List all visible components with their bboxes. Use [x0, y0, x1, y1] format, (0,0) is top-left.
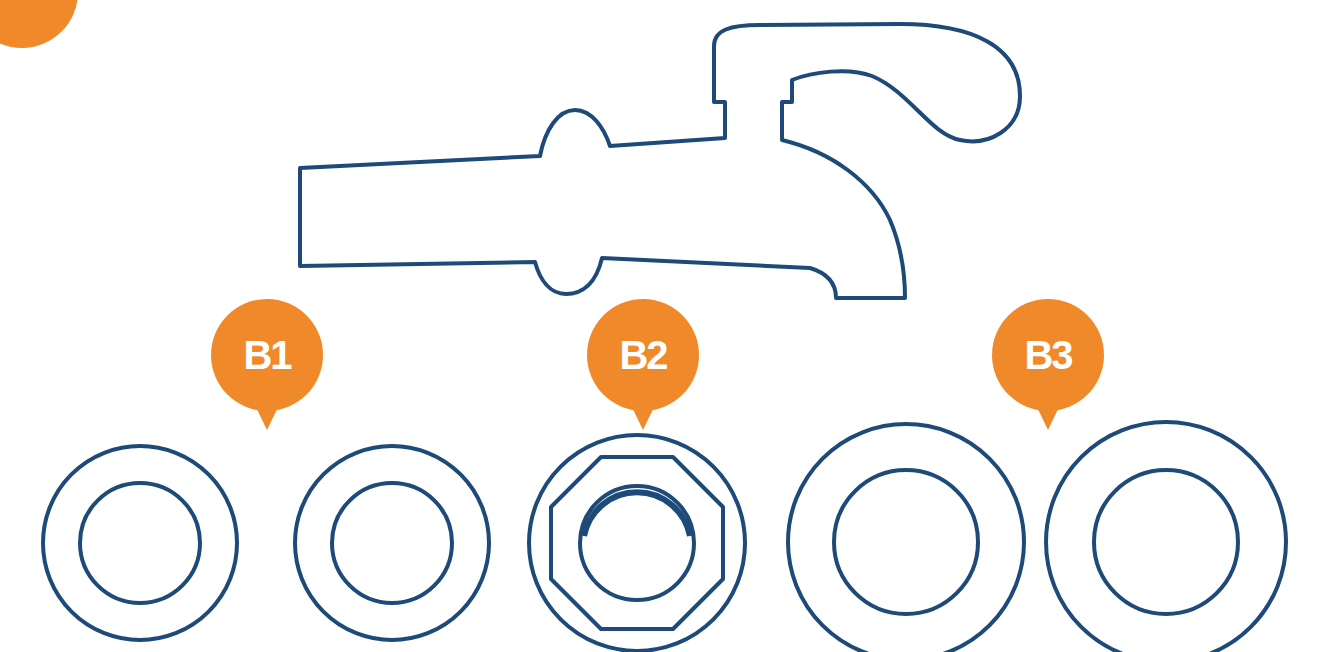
washer — [788, 424, 1024, 652]
pin-head — [587, 299, 699, 411]
pin-head — [992, 299, 1104, 411]
washer — [43, 446, 237, 640]
callout-pin: B3 — [991, 298, 1105, 432]
pin-head — [211, 299, 323, 411]
heading-marker — [0, 0, 78, 48]
callout-number: B1 — [210, 298, 324, 378]
callout-number: B3 — [991, 298, 1105, 378]
faucet-outline — [300, 24, 1020, 298]
callout-pin: B2 — [586, 298, 700, 432]
washer — [1046, 422, 1286, 652]
callout-pin: B1 — [210, 298, 324, 432]
callout-number: B2 — [586, 298, 700, 378]
nut-washer — [529, 435, 745, 651]
washer — [295, 446, 489, 640]
